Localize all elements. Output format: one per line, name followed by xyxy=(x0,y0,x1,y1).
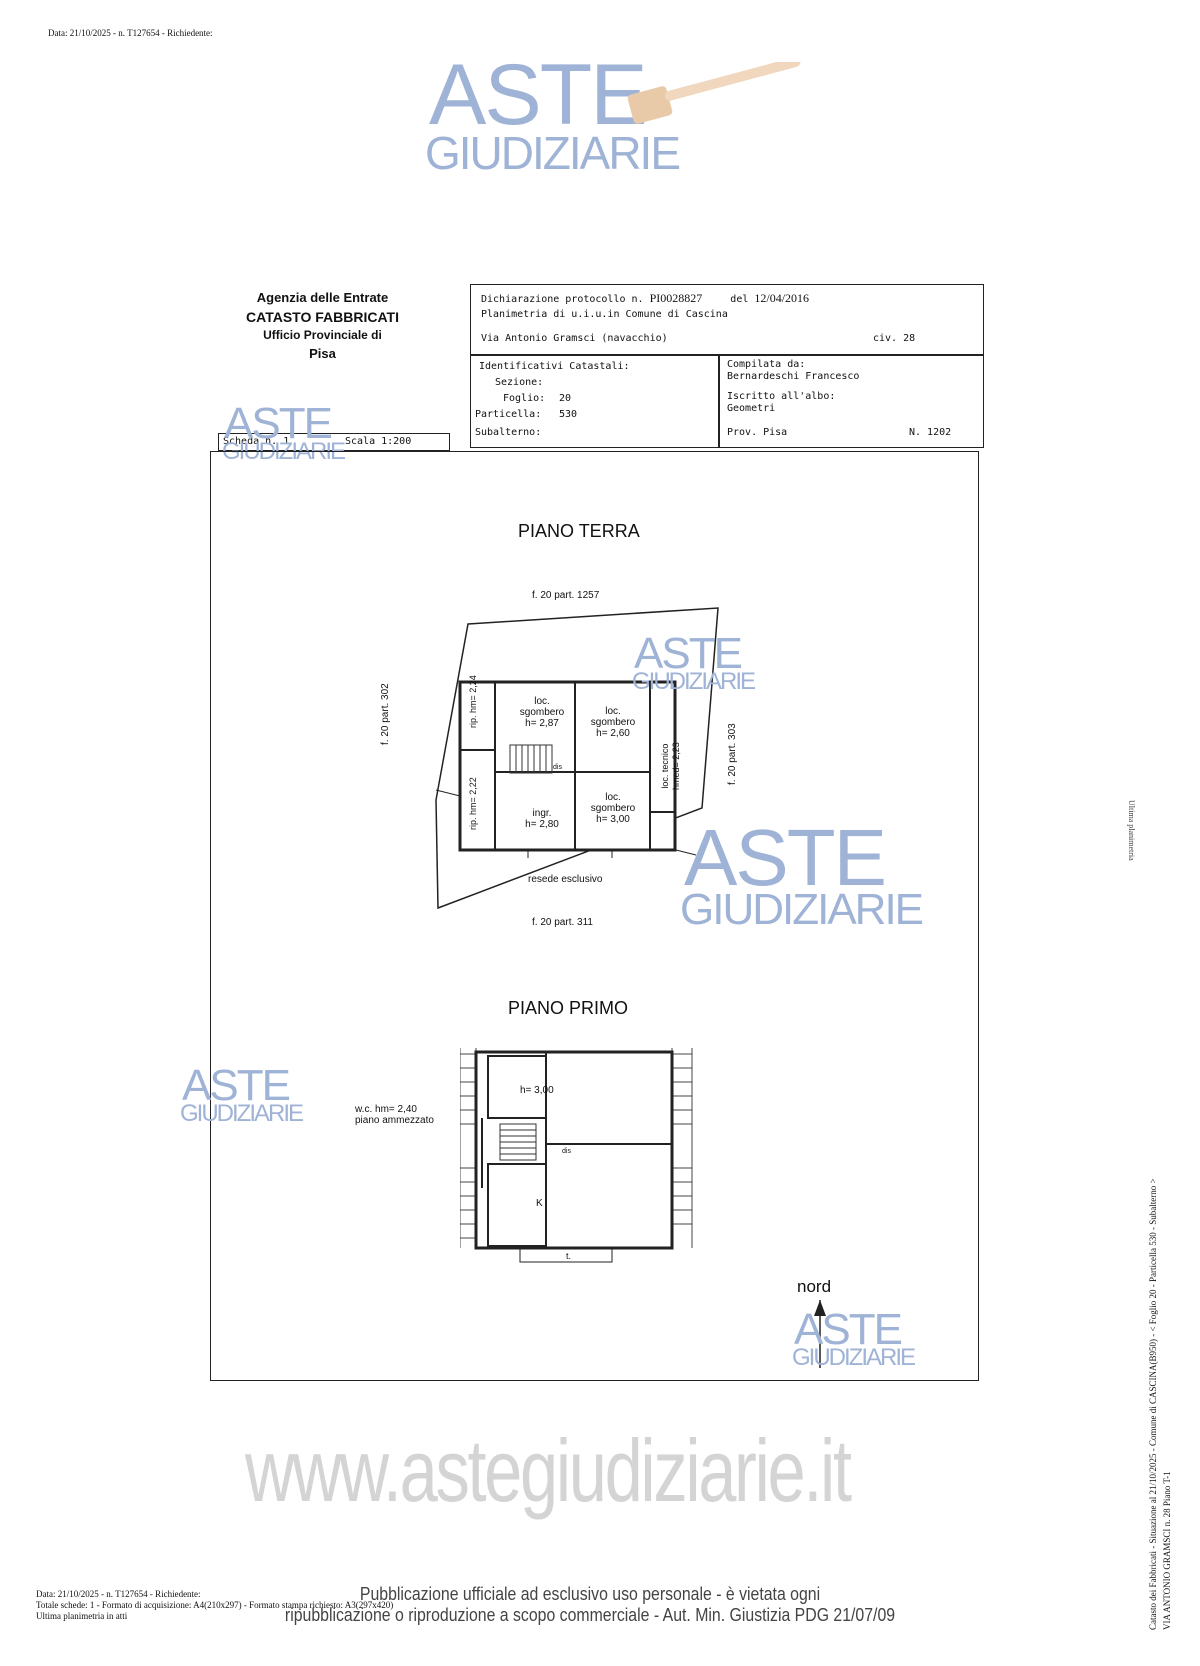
declaration-box: Dichiarazione protocollo n. PI0028827 de… xyxy=(470,284,984,356)
scheda-scale: Scala 1:200 xyxy=(345,436,412,447)
identifiers-title: Identificativi Catastali: xyxy=(479,361,630,372)
first-stair-label: dis xyxy=(562,1148,571,1155)
agency-office: Ufficio Provinciale di xyxy=(263,328,382,342)
plan-line: Planimetria di u.i.u.in Comune di Cascin… xyxy=(481,309,728,320)
footer-left: Data: 21/10/2025 - n. T127654 - Richiede… xyxy=(36,1589,394,1621)
rip-2-label: rip. hm= 2,22 xyxy=(468,777,478,830)
albo-value: Geometri xyxy=(727,403,776,414)
date-label: del xyxy=(730,294,749,305)
site-watermark: www.astegiudiziarie.it xyxy=(245,1421,852,1520)
courtyard-label: resede esclusivo xyxy=(528,874,603,885)
kitchen-label: K xyxy=(536,1198,543,1209)
civic-number: civ. 28 xyxy=(873,333,916,344)
particella-value: 530 xyxy=(559,409,578,420)
watermark-giudiziarie: GIUDIZIARIE xyxy=(425,127,681,179)
compiled-province: Prov. Pisa xyxy=(727,427,788,438)
watermark-mid-2: ASTE GIUDIZIARIE xyxy=(680,813,924,934)
compiled-label: Compilata da: xyxy=(727,359,806,370)
watermark-top: ASTE GIUDIZIARIE xyxy=(425,52,805,182)
ground-stair-label: dis xyxy=(553,764,562,771)
ground-west-label: f. 20 part. 302 xyxy=(380,683,391,745)
first-room-height: h= 3,00 xyxy=(520,1085,554,1096)
scheda-box: Scheda n. 1 Scala 1:200 xyxy=(218,433,450,451)
compiled-name: Bernardeschi Francesco xyxy=(727,371,860,382)
declaration-date: 12/04/2016 xyxy=(754,291,810,305)
terrace-label: t. xyxy=(566,1251,572,1261)
watermark-mid-1: ASTE GIUDIZIARIE xyxy=(632,629,756,695)
ground-east-label: f. 20 part. 303 xyxy=(727,723,738,785)
watermark-aste: ASTE xyxy=(429,47,648,143)
albo-label: Iscritto all'albo: xyxy=(727,391,836,402)
address: Via Antonio Gramsci (navacchio) xyxy=(481,333,668,344)
watermark-left: ASTE GIUDIZIARIE xyxy=(180,1061,304,1127)
agency-name: Agenzia delle Entrate xyxy=(256,290,389,305)
particella-label: Particella: xyxy=(475,409,542,420)
header-line: Data: 21/10/2025 - n. T127654 - Richiede… xyxy=(48,28,213,38)
protocol-number: PI0028827 xyxy=(649,291,703,305)
ground-floor-plan xyxy=(435,607,719,910)
north-arrow-icon xyxy=(814,1300,826,1368)
watermark-north: ASTE GIUDIZIARIE xyxy=(792,1305,916,1371)
room-3-label: ingr.h= 2,80 xyxy=(525,808,559,830)
agency-catasto: CATASTO FABBRICATI xyxy=(246,309,399,325)
plan-frame xyxy=(210,451,979,1381)
protocol-label: Dichiarazione protocollo n. xyxy=(481,294,644,305)
north-label: nord xyxy=(797,1277,832,1296)
footer-notice: Pubblicazione ufficiale ad esclusivo uso… xyxy=(284,1584,896,1625)
agency-block: Agenzia delle Entrate CATASTO FABBRICATI… xyxy=(215,290,430,361)
compiled-number: N. 1202 xyxy=(909,427,952,438)
rip-1-label: rip. hm= 2,24 xyxy=(468,675,478,728)
first-floor-plan xyxy=(460,1048,693,1263)
ground-south-label: f. 20 part. 311 xyxy=(532,917,593,928)
foglio-value: 20 xyxy=(559,393,572,404)
first-floor-title: PIANO PRIMO xyxy=(508,998,629,1018)
ground-north-label: f. 20 part. 1257 xyxy=(532,590,600,601)
gavel-icon xyxy=(627,62,801,124)
side-text-2: VIA ANTONIO GRAMSCI n. 28 Piano T-1 xyxy=(1162,1471,1172,1630)
agency-province: Pisa xyxy=(309,346,336,361)
compiled-box: Compilata da: Bernardeschi Francesco Isc… xyxy=(718,354,984,448)
foglio-label: Foglio: xyxy=(503,393,546,404)
subalterno-label: Subalterno: xyxy=(475,427,542,438)
sezione-label: Sezione: xyxy=(495,377,544,388)
scheda-number: Scheda n. 1 xyxy=(223,436,290,447)
identifiers-box: Identificativi Catastali: Sezione: Fogli… xyxy=(470,354,720,448)
side-text-1: Catasto dei Fabbricati - Situazione al 2… xyxy=(1148,1178,1158,1630)
side-text-small: Ultima planimetria xyxy=(1127,800,1136,861)
ground-floor-title: PIANO TERRA xyxy=(518,521,640,541)
